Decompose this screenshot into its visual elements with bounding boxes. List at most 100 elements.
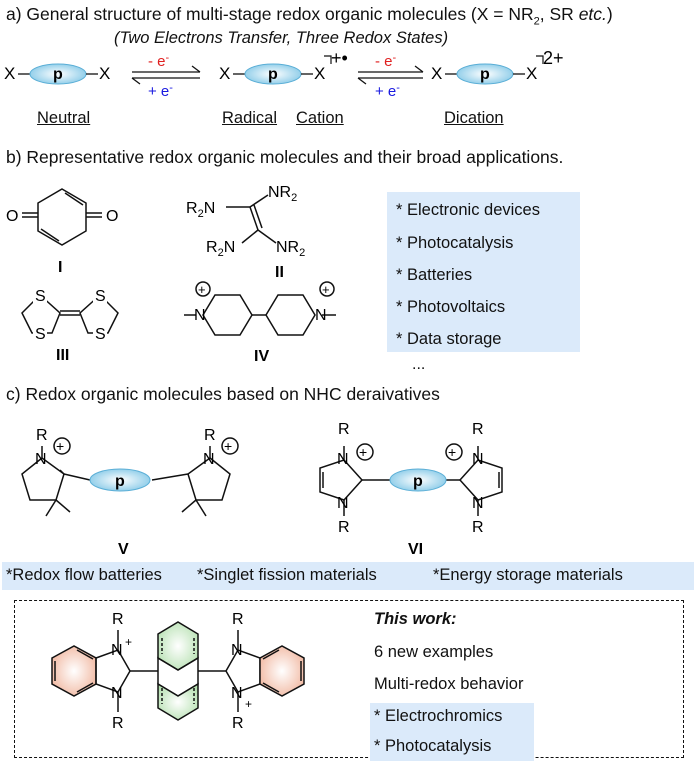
application-item: * Electronic devices [396, 201, 540, 219]
radical-charge: +• [331, 50, 348, 68]
svg-text:R2N: R2N [186, 200, 215, 220]
state-neutral: Neutral [37, 109, 91, 127]
svg-text:N: N [203, 451, 215, 468]
compound-label-II: II [275, 264, 284, 281]
svg-text:R: R [338, 421, 350, 438]
svg-text:+: + [125, 635, 132, 649]
compound-label-VI: VI [408, 541, 423, 558]
application-item: * Batteries [396, 266, 473, 284]
title-etc: etc. [578, 4, 607, 24]
p-oval [89, 468, 151, 492]
svg-text:R: R [232, 611, 244, 628]
p-oval [389, 468, 447, 492]
right-benzimidazole [225, 630, 305, 712]
svg-text:S: S [35, 326, 46, 343]
svg-text:O: O [6, 208, 18, 225]
compound-label-IV: IV [254, 348, 269, 365]
x-label: X [219, 64, 230, 83]
compound-vi-structure [319, 443, 503, 516]
application-item: * Data storage [396, 330, 502, 348]
svg-text:S: S [95, 326, 106, 343]
this-work-line: Multi-redox behavior [374, 675, 524, 693]
svg-text:O: O [106, 208, 118, 225]
svg-text:N: N [472, 495, 484, 512]
svg-text:N: N [472, 451, 484, 468]
svg-text:+: + [56, 438, 64, 454]
benzoquinone-structure [22, 188, 102, 246]
tetraaminoethylene-structure [226, 194, 277, 244]
compound-label-III: III [56, 347, 69, 364]
svg-text:p: p [413, 473, 423, 490]
section-c-structures: p RN + RN + V p RN + NR RN + NR VI [21, 421, 503, 558]
x-label: X [99, 64, 110, 83]
svg-text:+: + [448, 444, 456, 460]
section-a-title: a) General structure of multi-stage redo… [6, 4, 613, 28]
svg-text:R: R [112, 611, 124, 628]
x-label: X [4, 64, 15, 83]
p-label: p [53, 66, 63, 83]
svg-text:R: R [472, 519, 484, 536]
use-item: *Energy storage materials [433, 566, 623, 584]
svg-text:+: + [224, 438, 232, 454]
more-ellipsis: ... [412, 356, 426, 373]
p-label: p [268, 66, 278, 83]
section-a-subtitle: (Two Electrons Transfer, Three Redox Sta… [114, 29, 449, 47]
x-label: X [526, 64, 537, 83]
use-item: *Singlet fission materials [197, 566, 377, 584]
this-work-box [14, 600, 684, 758]
this-work-structure: RN+ NR RN N+ R [51, 611, 305, 732]
svg-text:N: N [337, 451, 349, 468]
title-text: a) General structure of multi-stage redo… [6, 4, 534, 24]
this-work-highlight: * Electrochromics [374, 707, 503, 725]
anthracene-core [157, 621, 226, 721]
radical-cation-molecule: X p X +• [219, 50, 348, 85]
svg-text:N: N [231, 685, 243, 702]
svg-text:NR2: NR2 [268, 184, 297, 204]
svg-text:+: + [322, 282, 330, 297]
this-work-line: 6 new examples [374, 643, 494, 661]
svg-text:N: N [111, 685, 123, 702]
p-label: p [480, 66, 490, 83]
svg-text:R: R [36, 427, 48, 444]
compound-label-I: I [58, 259, 62, 276]
plus-e-label: + e- [375, 82, 400, 100]
redox-scheme: X p X - e- + e- X p X +• - e- + e- X [4, 50, 564, 100]
title-subscript: 2 [533, 15, 540, 28]
x-label: X [314, 64, 325, 83]
svg-text:+: + [198, 282, 206, 297]
svg-text:N: N [111, 642, 123, 659]
dication-charge: 2+ [543, 50, 564, 68]
svg-text:R: R [232, 715, 244, 732]
application-item: * Photovoltaics [396, 298, 506, 316]
title-mid: , SR [539, 4, 579, 24]
minus-e-label: - e- [148, 52, 170, 70]
svg-text:R2N: R2N [206, 239, 235, 259]
svg-text:R: R [338, 519, 350, 536]
equilibrium-arrow-1: - e- + e- [131, 52, 201, 100]
title-close: ) [606, 4, 613, 24]
equilibrium-arrow-2: - e- + e- [357, 52, 424, 100]
compound-v-structure [21, 437, 239, 517]
this-work-highlight: * Photocatalysis [374, 737, 492, 755]
x-label: X [431, 64, 442, 83]
svg-text:N: N [194, 307, 206, 324]
state-dication: Dication [444, 109, 504, 127]
svg-text:S: S [95, 288, 106, 305]
section-b-title: b) Representative redox organic molecule… [6, 147, 564, 167]
svg-text:+: + [359, 444, 367, 460]
svg-text:+: + [245, 697, 252, 711]
section-c-title: c) Redox organic molecules based on NHC … [6, 384, 440, 404]
use-item: *Redox flow batteries [6, 566, 162, 584]
minus-e-label: - e- [375, 52, 397, 70]
application-item: * Photocatalysis [396, 234, 514, 252]
this-work-highlight-box [370, 703, 534, 761]
left-benzimidazole [51, 630, 158, 712]
neutral-molecule: X p X [4, 63, 110, 85]
uses-bar [2, 562, 694, 590]
svg-text:N: N [315, 307, 327, 324]
svg-text:R: R [112, 715, 124, 732]
svg-text:N: N [231, 642, 243, 659]
state-radical: Radical [222, 109, 278, 127]
svg-text:N: N [35, 451, 47, 468]
